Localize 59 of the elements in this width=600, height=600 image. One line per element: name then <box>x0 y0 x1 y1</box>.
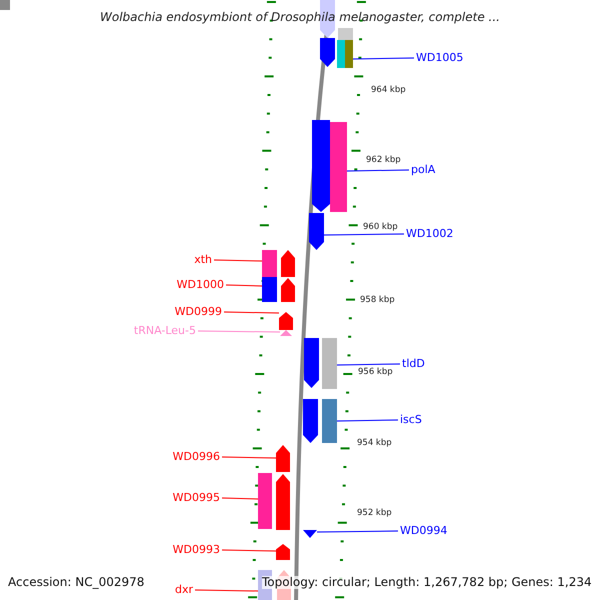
leader-line <box>226 284 262 286</box>
gene-block <box>276 544 290 560</box>
gene-label: WD0999 <box>174 305 222 318</box>
leader-line <box>352 58 414 60</box>
scale-label: 960 kbp <box>363 222 398 232</box>
gene-block <box>345 40 353 68</box>
gene-label: WD0995 <box>172 491 220 504</box>
leader-line <box>224 312 280 314</box>
scale-label: 952 kbp <box>357 508 392 518</box>
gene-block <box>276 445 290 472</box>
gene-block <box>330 122 347 212</box>
gene-block <box>303 530 317 538</box>
gene-block <box>276 474 290 530</box>
gene-label: dxr <box>174 583 193 596</box>
leader-line <box>214 260 262 262</box>
scale-label: 954 kbp <box>357 438 392 448</box>
scale-label: 958 kbp <box>360 295 395 305</box>
gene-block <box>281 250 295 277</box>
leader-line <box>316 530 398 532</box>
gene-block <box>338 28 353 40</box>
leader-line <box>194 590 258 592</box>
info-text: Accession: NC_002978 <box>8 576 144 589</box>
leader-line <box>324 234 404 236</box>
scale-label: 964 kbp <box>371 85 406 95</box>
gene-label: WD1002 <box>406 227 454 240</box>
scale-label: 962 kbp <box>366 155 401 165</box>
gene-block <box>258 473 272 529</box>
gene-block <box>281 278 295 302</box>
gene-label: iscS <box>400 413 422 426</box>
gene-block <box>304 338 319 388</box>
gene-block <box>320 38 335 67</box>
gene-label: tRNA-Leu-5 <box>134 324 196 337</box>
info-text: Topology: circular; Length: 1,267,782 bp; Genes: 1,234 <box>262 576 592 589</box>
leader-line <box>222 498 258 500</box>
gene-block <box>309 213 324 250</box>
gene-block <box>279 312 293 330</box>
scale-label: 956 kbp <box>358 367 393 377</box>
title: Wolbachia endosymbiont of Drosophila melanogaster, complete ... <box>99 11 501 24</box>
gene-label: WD1005 <box>416 51 464 64</box>
leader-line <box>222 456 276 458</box>
leader-line <box>198 330 280 332</box>
gene-block <box>262 277 277 302</box>
gene-block <box>262 250 277 277</box>
gene-label: tldD <box>402 357 425 370</box>
leader-line <box>222 550 276 552</box>
gene-label: WD1000 <box>176 278 224 291</box>
gene-label: WD0996 <box>172 450 220 463</box>
gene-block <box>322 399 337 443</box>
gene-block <box>303 399 318 443</box>
leader-line <box>346 170 410 172</box>
gene-label: xth <box>194 253 212 266</box>
leader-line <box>336 364 400 366</box>
leader-line <box>336 420 398 422</box>
gene-block <box>322 338 337 389</box>
gene-block <box>0 0 10 10</box>
gene-label: WD0994 <box>400 524 448 537</box>
gene-label: polA <box>411 163 436 176</box>
gene-block <box>337 40 345 68</box>
gene-label: WD0993 <box>172 543 220 556</box>
